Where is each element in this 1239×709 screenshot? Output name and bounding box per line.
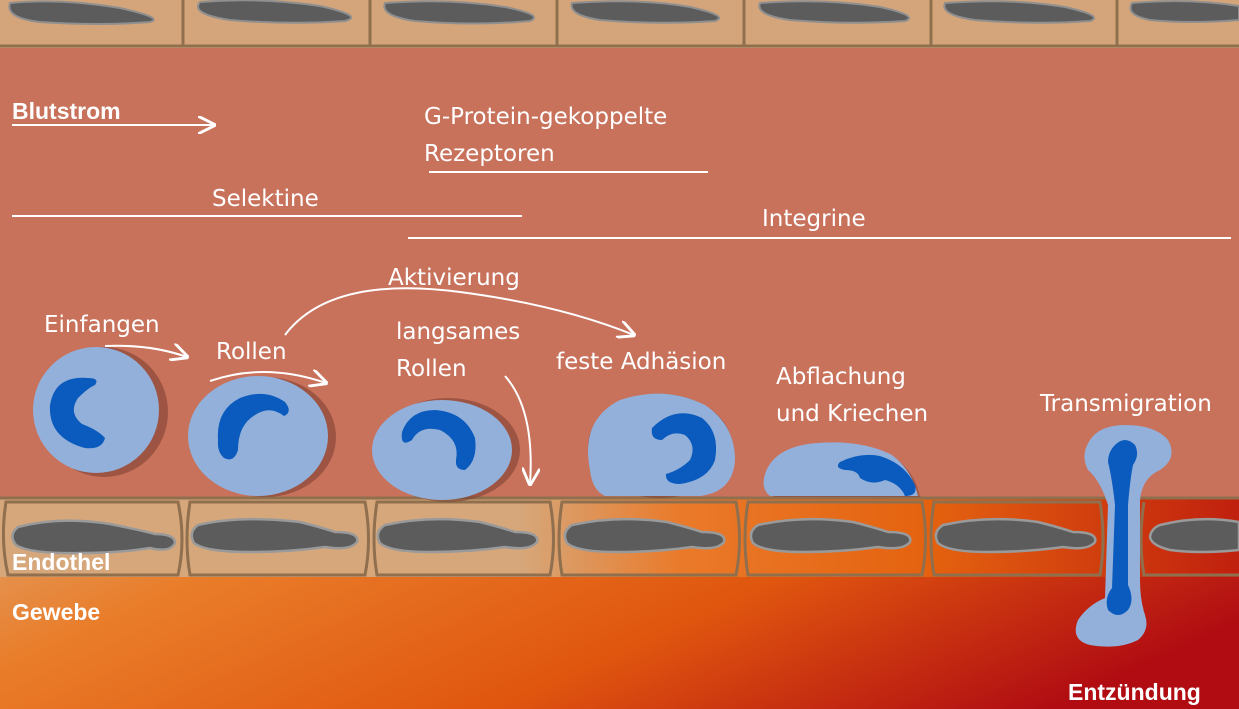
slow-rolling-label-line2: Rollen — [396, 355, 467, 384]
leukocyte-slow-rolling — [372, 398, 520, 502]
slow-rolling-label-line1: langsames — [396, 318, 520, 347]
leukocyte-rolling — [188, 376, 336, 497]
capture-label: Einfangen — [44, 311, 160, 340]
transmigration-label: Transmigration — [1040, 390, 1212, 419]
tissue-label: Gewebe — [12, 598, 100, 627]
top-endothelium — [0, 0, 1239, 48]
selectins-label: Selektine — [212, 185, 319, 214]
gpcr-label-line1: G-Protein-gekoppelte — [424, 103, 667, 132]
gpcr-label-line2: Rezeptoren — [424, 140, 555, 169]
endothelium-label: Endothel — [12, 548, 110, 577]
firm-adhesion-label: feste Adhäsion — [556, 348, 726, 377]
endothelial-nucleus — [1150, 519, 1239, 552]
activation-label: Aktivierung — [388, 264, 520, 293]
blood-flow-label: Blutstrom — [12, 97, 121, 126]
flattening-label-line2: und Kriechen — [776, 400, 928, 429]
inflammation-label: Entzündung — [1068, 678, 1201, 707]
integrins-label: Integrine — [762, 205, 866, 234]
rolling-label: Rollen — [216, 338, 287, 367]
bottom-endothelium — [0, 497, 1239, 577]
flattening-label-line1: Abflachung — [776, 363, 906, 392]
